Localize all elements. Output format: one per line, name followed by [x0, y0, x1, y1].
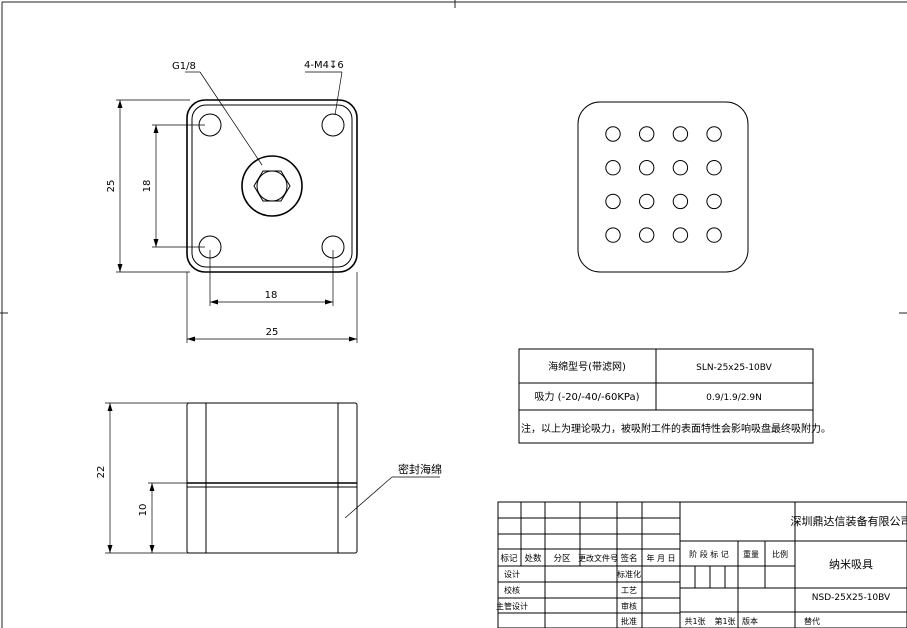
dim-side-10: 10 [138, 504, 149, 517]
title-block: 深圳鼎达信装备有限公司 纳米吸具 NSD-25X25-10BV 标记 处数 分区… [496, 501, 907, 628]
sheets-total: 共1张 [684, 617, 705, 626]
dim-width-18: 18 [265, 290, 278, 301]
suction-hole [605, 160, 621, 176]
top-view: G1/8 4-M4↧6 25 18 18 25 [106, 60, 358, 343]
side-view: 22 10 密封海绵 [96, 402, 442, 554]
suction-hole [639, 193, 655, 210]
row-chief: 主管设计 [496, 601, 528, 611]
suction-hole [672, 160, 689, 176]
product-name: 纳米吸具 [829, 558, 873, 571]
hdr-stage: 阶 段 标 记 [689, 549, 729, 559]
row-design: 设计 [504, 569, 520, 579]
row-process: 工艺 [621, 586, 637, 595]
suction-hole [672, 126, 689, 142]
suction-hole [639, 126, 655, 142]
dim-width-25: 25 [266, 327, 279, 338]
row-approve: 批准 [621, 616, 637, 626]
hdr-doc: 更改文件号 [578, 553, 618, 563]
sheet-number: 第1张 [714, 616, 735, 626]
dim-height-25: 25 [106, 180, 117, 193]
spec-row2-value: 0.9/1.9/2.9N [706, 393, 762, 403]
spec-note: 注，以上为理论吸力，被吸附工件的表面特性会影响吸盘最终吸附力。 [521, 422, 831, 435]
center-port [241, 155, 303, 217]
bottom-view [577, 101, 749, 273]
suction-hole [605, 227, 621, 243]
hdr-sign: 签名 [620, 553, 637, 564]
suction-hole [639, 227, 655, 243]
suction-hole [605, 126, 621, 142]
part-number: NSD-25X25-10BV [812, 593, 891, 603]
mount-hole-top-right [321, 113, 345, 137]
suction-hole [706, 227, 722, 243]
hdr-date: 年 月 日 [646, 553, 675, 563]
hdr-zone: 分区 [553, 554, 571, 564]
spec-table: 海绵型号(带滤网) SLN-25x25-10BV 吸力 (-20/-40/-60… [518, 348, 831, 444]
suction-hole-grid [605, 126, 722, 243]
suction-hole [672, 193, 689, 210]
label-g18: G1/8 [172, 61, 196, 72]
spec-row2-label: 吸力 (-20/-40/-60KPa) [535, 390, 640, 403]
suction-hole [706, 160, 722, 176]
hdr-scale: 比例 [772, 549, 788, 559]
suction-hole [639, 160, 655, 176]
suction-hole [706, 126, 722, 142]
dim-side-22: 22 [96, 466, 107, 479]
row-check: 校核 [504, 585, 520, 595]
suction-hole [605, 193, 621, 210]
hdr-count: 处数 [524, 553, 542, 564]
suction-hole [706, 193, 722, 210]
label-sponge: 密封海绵 [398, 462, 442, 476]
suction-hole [672, 227, 689, 243]
row-standardize: 标准化 [617, 569, 641, 579]
hdr-weight: 重量 [743, 549, 759, 559]
label-thread-holes: 4-M4↧6 [304, 60, 344, 71]
replace-label: 替代 [804, 616, 820, 626]
dim-height-18: 18 [142, 180, 153, 193]
spec-row1-value: SLN-25x25-10BV [696, 363, 773, 373]
company-name: 深圳鼎达信装备有限公司 [791, 514, 907, 528]
version-label: 版本 [742, 616, 758, 626]
row-review: 审核 [621, 601, 637, 611]
hex-fitting [253, 170, 291, 202]
hdr-mark: 标记 [500, 553, 518, 564]
spec-row1-label: 海绵型号(带滤网) [548, 360, 626, 373]
